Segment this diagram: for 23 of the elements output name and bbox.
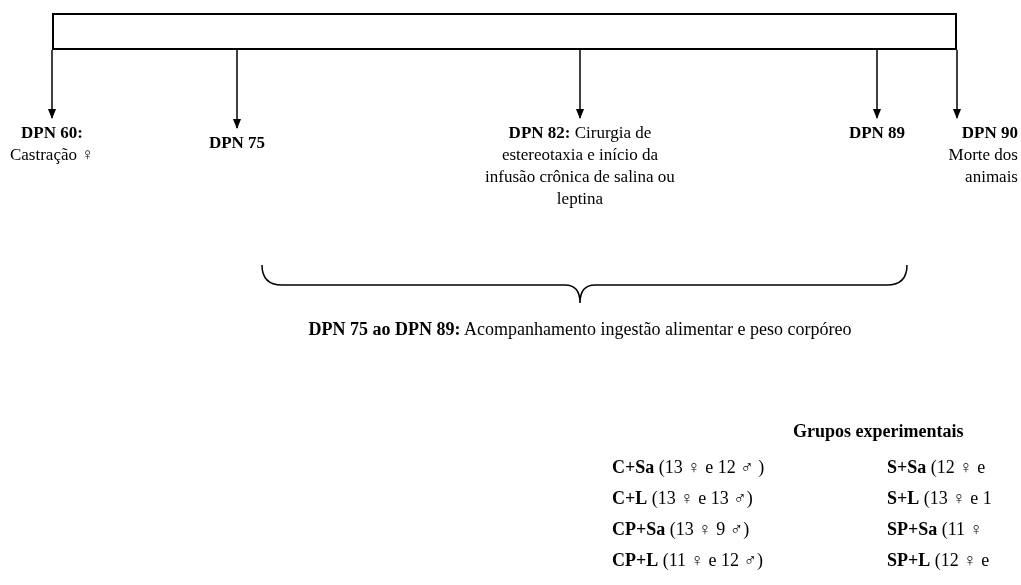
group-entry: C+Sa (13 ♀ e 12 ♂ ) <box>612 456 765 478</box>
group-entry: S+Sa (12 ♀ e <box>887 456 986 478</box>
arrow <box>232 49 242 130</box>
event-text: Castração ♀ <box>9 144 95 166</box>
group-entry: C+L (13 ♀ e 13 ♂) <box>612 487 753 509</box>
date-label: DPN 60: <box>20 122 84 144</box>
arrow <box>575 49 585 120</box>
group-entry: SP+Sa (11 ♀ <box>887 518 984 540</box>
date-label: DPN 82: Cirurgia de estereotaxia e início da infusão crônica de salina ou leptina <box>484 122 676 210</box>
group-heading: Grupos experimentais <box>793 420 964 442</box>
date-label: DPN 75 <box>207 132 267 154</box>
date-label: DPN 89 <box>847 122 907 144</box>
arrow <box>47 49 57 120</box>
group-entry: CP+L (11 ♀ e 12 ♂) <box>612 549 764 571</box>
period-note: DPN 75 ao DPN 89: Acompanhamento ingestão alimentar e peso corpóreo <box>307 318 853 340</box>
arrow <box>952 49 962 120</box>
event-text: Morte dos animais <box>947 144 1018 188</box>
group-entry: SP+L (12 ♀ e <box>887 549 990 571</box>
timeline-bar <box>52 13 957 50</box>
group-entry: S+L (13 ♀ e 1 <box>887 487 992 509</box>
arrow <box>872 49 882 120</box>
group-entry: CP+Sa (13 ♀ 9 ♂) <box>612 518 750 540</box>
date-label: DPN 90 <box>960 122 1018 144</box>
